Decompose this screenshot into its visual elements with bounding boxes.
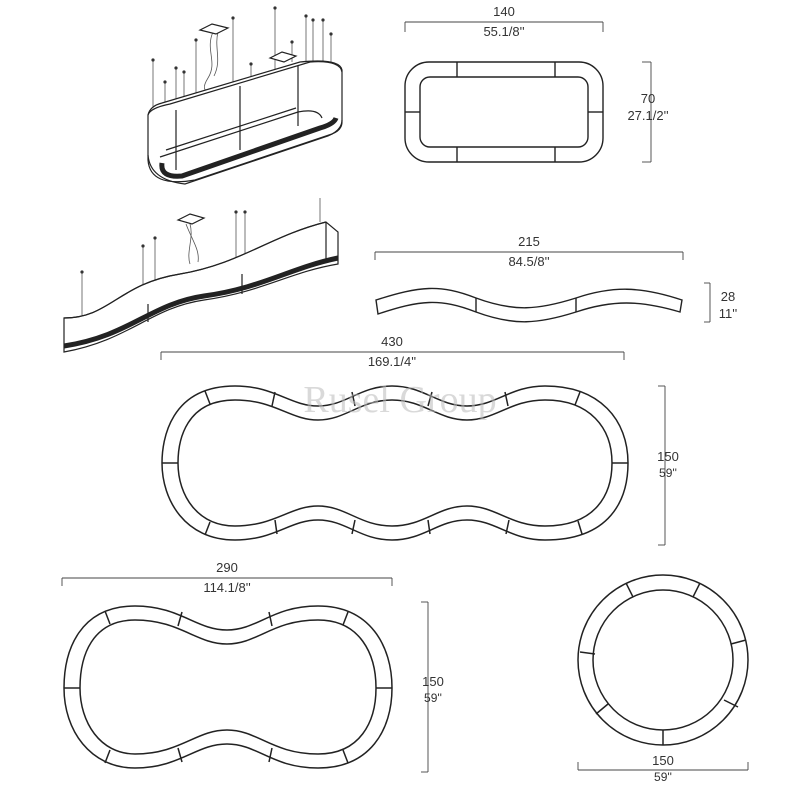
watermark-text: Rusel Group — [303, 379, 496, 421]
double-wave-height-in: 59'' — [659, 466, 677, 480]
circle-ring — [577, 574, 749, 746]
double-wave-width-dimension — [160, 351, 625, 360]
double-wave-width-in: 169.1/4'' — [368, 354, 416, 369]
rect-height-in: 27.1/2'' — [627, 108, 668, 123]
circle-diameter-in: 59'' — [654, 770, 672, 784]
rect-width-dimension — [404, 21, 604, 32]
double-wave-height-dimension — [658, 385, 666, 546]
double-wave-width-cm: 430 — [381, 334, 403, 349]
single-wave-width-in: 114.1/8'' — [203, 580, 250, 595]
rect-height-dimension — [642, 61, 652, 163]
rectangular-lamp-perspective — [147, 6, 343, 185]
rect-width-in: 55.1/8'' — [483, 24, 524, 39]
wave-width-dimension — [374, 251, 684, 260]
double-wave-ring — [161, 385, 629, 541]
wave-canopy — [176, 213, 206, 225]
double-wave-height-cm: 150 — [657, 449, 679, 464]
wave-lamp-perspective — [63, 198, 339, 353]
circle-diameter-cm: 150 — [652, 753, 674, 768]
single-wave-height-dimension — [421, 601, 429, 773]
single-wave-ring — [63, 605, 393, 769]
rectangular-top-view — [404, 61, 604, 163]
wave-height-dimension — [704, 282, 711, 323]
wave-cable-tips — [80, 210, 247, 274]
wave-height-cm: 28 — [721, 289, 735, 304]
wave-width-cm: 215 — [518, 234, 540, 249]
single-wave-height-cm: 150 — [422, 674, 444, 689]
rect-width-cm: 140 — [493, 4, 515, 19]
canopy-right — [268, 51, 298, 63]
single-wave-height-in: 59'' — [424, 691, 442, 705]
single-wave-width-dimension — [61, 577, 393, 586]
cable-tips — [151, 6, 333, 84]
wave-width-in: 84.5/8'' — [508, 254, 549, 269]
wave-top-view — [375, 287, 683, 323]
rect-height-cm: 70 — [641, 91, 655, 106]
canopy-left — [198, 23, 230, 35]
wave-height-in: 11'' — [719, 306, 737, 321]
single-wave-width-cm: 290 — [216, 560, 238, 575]
circle-width-dimension — [577, 762, 749, 771]
